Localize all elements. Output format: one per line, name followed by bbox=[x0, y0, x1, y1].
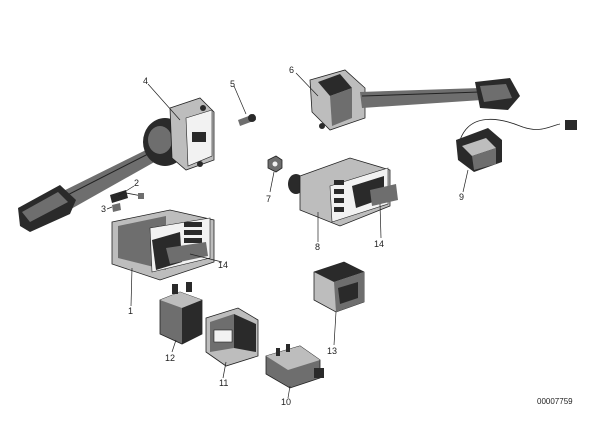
part-1-switch-panel bbox=[111, 209, 215, 281]
part-3-connector bbox=[112, 203, 121, 212]
callout-13: 13 bbox=[327, 346, 337, 356]
callout-6: 6 bbox=[289, 65, 294, 75]
leader-lines bbox=[106, 72, 469, 399]
callout-8: 8 bbox=[315, 242, 320, 252]
part-7-nut bbox=[267, 155, 283, 173]
callout-3: 3 bbox=[101, 204, 106, 214]
callout-5: 5 bbox=[230, 79, 235, 89]
callout-1: 1 bbox=[128, 306, 133, 316]
part-4-turn-signal-switch bbox=[18, 97, 215, 232]
part-8-switch-panel bbox=[288, 157, 398, 227]
callout-7: 7 bbox=[266, 194, 271, 204]
part-11-switch bbox=[205, 307, 259, 367]
callout-4: 4 bbox=[143, 76, 148, 86]
callout-9: 9 bbox=[459, 192, 464, 202]
callout-2: 2 bbox=[134, 178, 139, 188]
part-9-wiring-connector bbox=[456, 119, 577, 172]
part-10-micro-switch bbox=[265, 344, 324, 389]
part-2-connector bbox=[110, 190, 144, 203]
callout-labels: 4 5 6 2 3 7 9 8 14 14 1 12 11 13 10 bbox=[101, 65, 464, 407]
part-12-relay bbox=[159, 282, 203, 345]
callout-12: 12 bbox=[165, 353, 175, 363]
callout-10: 10 bbox=[281, 397, 291, 407]
callout-14-right: 14 bbox=[374, 239, 384, 249]
callout-11: 11 bbox=[219, 378, 228, 388]
part-13-switch bbox=[313, 261, 365, 313]
part-6-wiper-switch bbox=[309, 69, 520, 131]
callout-14-left: 14 bbox=[218, 260, 228, 270]
part-5-screw bbox=[238, 114, 256, 126]
diagram-reference-number: 00007759 bbox=[537, 397, 573, 406]
